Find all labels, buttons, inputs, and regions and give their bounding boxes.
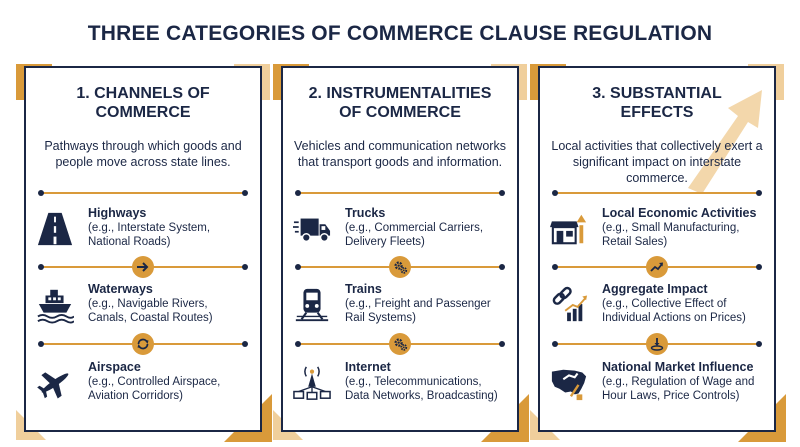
item-name: Aggregate Impact xyxy=(602,282,708,296)
item-name: Airspace xyxy=(88,360,141,374)
separator xyxy=(295,333,505,355)
item-name: Waterways xyxy=(88,282,153,296)
item-name: Internet xyxy=(345,360,391,374)
list-item-trucks: Trucks (e.g., Commercial Carriers, Deliv… xyxy=(293,206,511,256)
panel-description: Local activities that collectively exert… xyxy=(551,139,763,185)
separator xyxy=(38,190,248,196)
list-item-waterways: Waterways (e.g., Navigable Rivers, Canal… xyxy=(36,282,254,332)
item-name: Highways xyxy=(88,206,147,220)
ripple-icon xyxy=(646,333,668,355)
airplane-icon xyxy=(37,372,69,399)
item-name: Local Economic Activities xyxy=(602,206,757,220)
truck-icon xyxy=(293,218,331,243)
panel-title: 1. CHANNELS OF COMMERCE xyxy=(76,85,210,121)
highway-icon xyxy=(37,212,73,246)
item-name: Trucks xyxy=(345,206,386,220)
list-item-aggregate-impact: Aggregate Impact (e.g., Collective Effec… xyxy=(550,282,768,332)
storefront-icon xyxy=(550,214,587,245)
cycle-icon xyxy=(132,333,154,355)
list-item-trains: Trains (e.g., Freight and Passenger Rail… xyxy=(293,282,511,332)
list-item-airspace: Airspace (e.g., Controlled Airspace, Avi… xyxy=(36,360,254,410)
list-item-local-economic-activities: Local Economic Activities (e.g., Small M… xyxy=(550,206,768,256)
panel-description: Pathways through which goods and people … xyxy=(44,139,242,169)
separator xyxy=(552,190,762,196)
list-item-national-market-influence: National Market Influence (e.g., Regulat… xyxy=(550,360,768,410)
list-item-highways: Highways (e.g., Interstate System, Natio… xyxy=(36,206,254,256)
panel-substantial-effects: 3. SUBSTANTIAL EFFECTS Local activities … xyxy=(530,64,786,442)
panel-body: 1. CHANNELS OF COMMERCE Pathways through… xyxy=(24,66,262,432)
separator xyxy=(38,256,248,278)
panel-body: 2. INSTRUMENTALITIES OF COMMERCE Vehicle… xyxy=(281,66,519,432)
panel-body: 3. SUBSTANTIAL EFFECTS Local activities … xyxy=(538,66,776,432)
ship-icon xyxy=(37,289,74,324)
separator xyxy=(295,190,505,196)
panel-instrumentalities: 2. INSTRUMENTALITIES OF COMMERCE Vehicle… xyxy=(273,64,529,442)
panel-channels: 1. CHANNELS OF COMMERCE Pathways through… xyxy=(16,64,272,442)
separator xyxy=(38,333,248,355)
separator xyxy=(295,256,505,278)
panel-title: 2. INSTRUMENTALITIES OF COMMERCE xyxy=(308,85,492,121)
item-name: National Market Influence xyxy=(602,360,754,374)
panel-description: Vehicles and communication networks that… xyxy=(294,139,506,169)
item-name: Trains xyxy=(345,282,382,296)
gears-icon xyxy=(389,256,411,278)
panel-title: 3. SUBSTANTIAL EFFECTS xyxy=(592,85,722,121)
train-icon xyxy=(295,288,329,322)
chain-chart-icon xyxy=(552,286,588,322)
arrow-right-icon xyxy=(132,256,154,278)
trend-up-icon xyxy=(646,256,668,278)
us-map-hand-icon xyxy=(551,369,587,401)
gears-icon xyxy=(389,333,411,355)
trend-arrow-icon xyxy=(688,90,762,194)
separator xyxy=(552,333,762,355)
separator xyxy=(552,256,762,278)
page-title: THREE CATEGORIES OF COMMERCE CLAUSE REGU… xyxy=(87,22,713,45)
list-item-internet: Internet (e.g., Telecommunications, Data… xyxy=(293,360,511,410)
network-icon xyxy=(293,366,331,400)
